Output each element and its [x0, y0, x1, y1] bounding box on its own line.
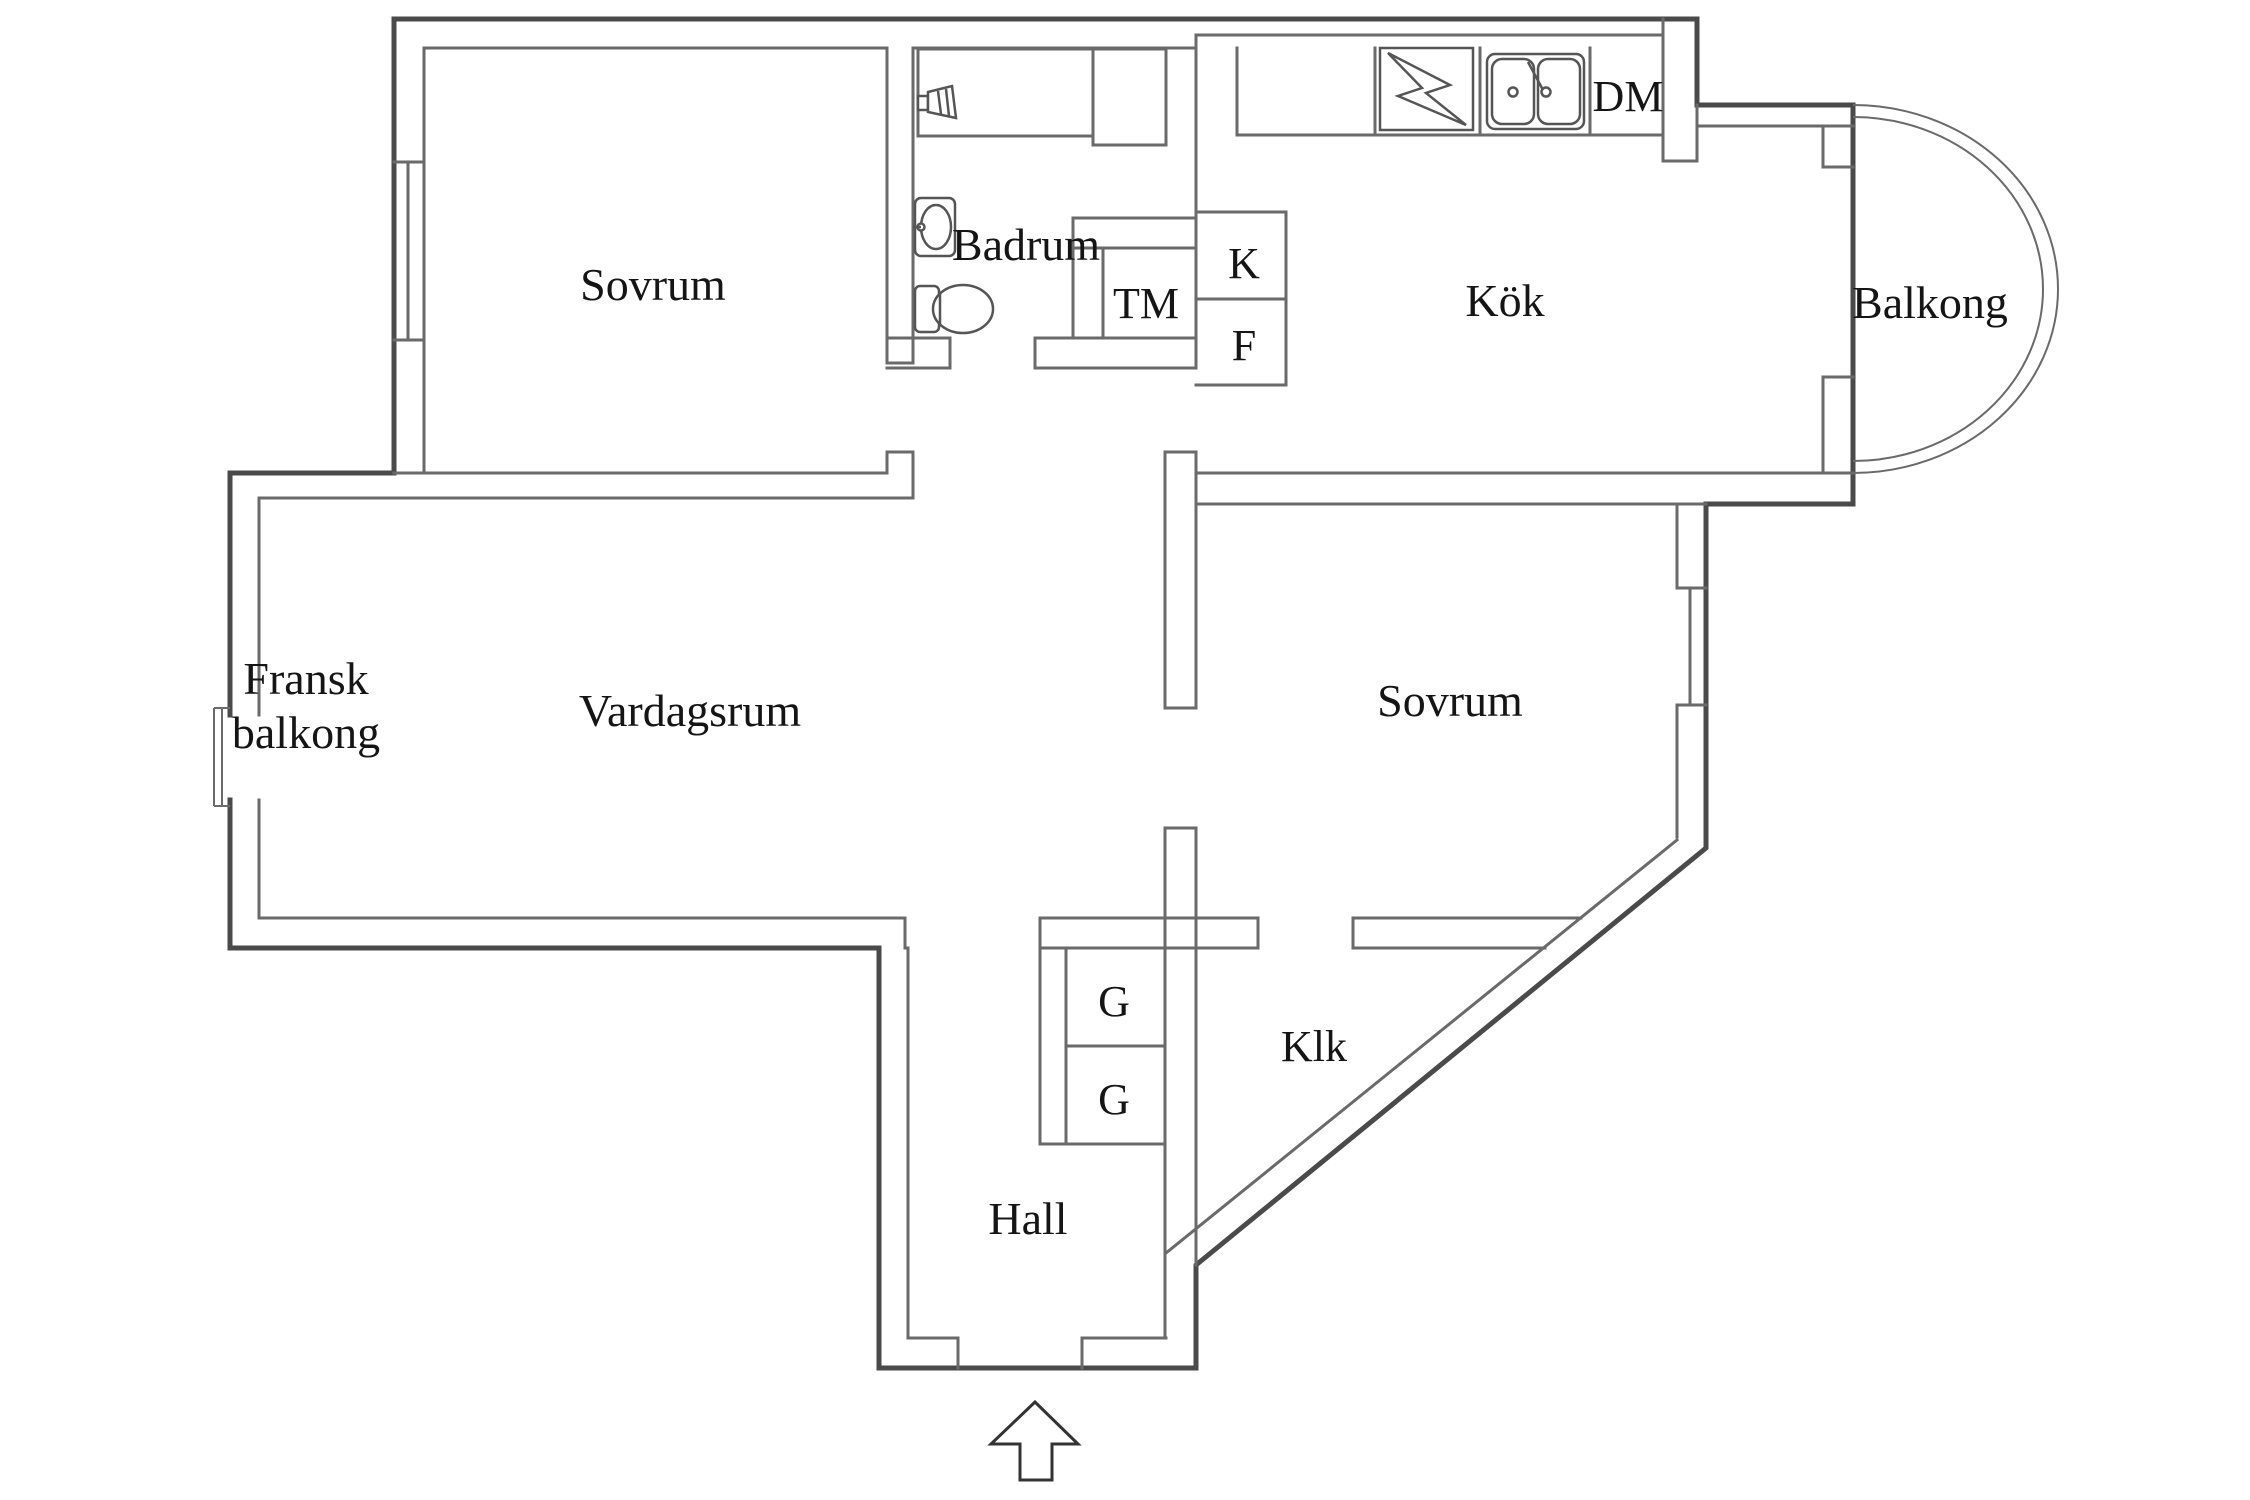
room-label-kyl: K: [1228, 239, 1260, 288]
room-label-balkong: Balkong: [1852, 277, 2008, 328]
double-sink-icon: [1485, 52, 1586, 131]
room-label-tm: TM: [1113, 279, 1179, 328]
window-right: [1675, 586, 1708, 707]
room-label-fransk-balkong-line1: Fransk: [243, 653, 368, 704]
room-label-kok: Kök: [1465, 275, 1544, 326]
window-left: [392, 160, 426, 342]
balcony-door: [1821, 124, 1855, 475]
toilet-icon: [913, 283, 995, 335]
room-label-vardagsrum: Vardagsrum: [579, 685, 801, 736]
stove-lightning-icon: [1378, 46, 1475, 132]
curved-railing-icon: [1852, 104, 2059, 474]
room-label-garderob-1: G: [1098, 977, 1130, 1026]
inner-walls: [257, 17, 1855, 1370]
french-balcony-railing-icon: [213, 707, 230, 807]
room-label-garderob-2: G: [1098, 1075, 1130, 1124]
room-label-frys: F: [1232, 321, 1256, 370]
room-label-klk: Klk: [1281, 1022, 1347, 1071]
bathroom-sink-icon: [913, 196, 957, 258]
room-label-hall: Hall: [988, 1193, 1067, 1244]
duct-shaft: [1091, 47, 1168, 147]
room-label-sovrum-top: Sovrum: [580, 259, 726, 310]
fridge-freezer-cabinet: [1194, 210, 1288, 387]
entrance-arrow-up-icon: [987, 1399, 1082, 1482]
room-label-fransk-balkong-line2: balkong: [232, 707, 380, 758]
wardrobe-boxes: [1038, 946, 1167, 1146]
shower-head-icon: [916, 84, 958, 120]
room-label-sovrum-right: Sovrum: [1377, 675, 1523, 726]
room-label-dm: DM: [1593, 72, 1664, 121]
room-label-badrum: Badrum: [952, 219, 1100, 270]
